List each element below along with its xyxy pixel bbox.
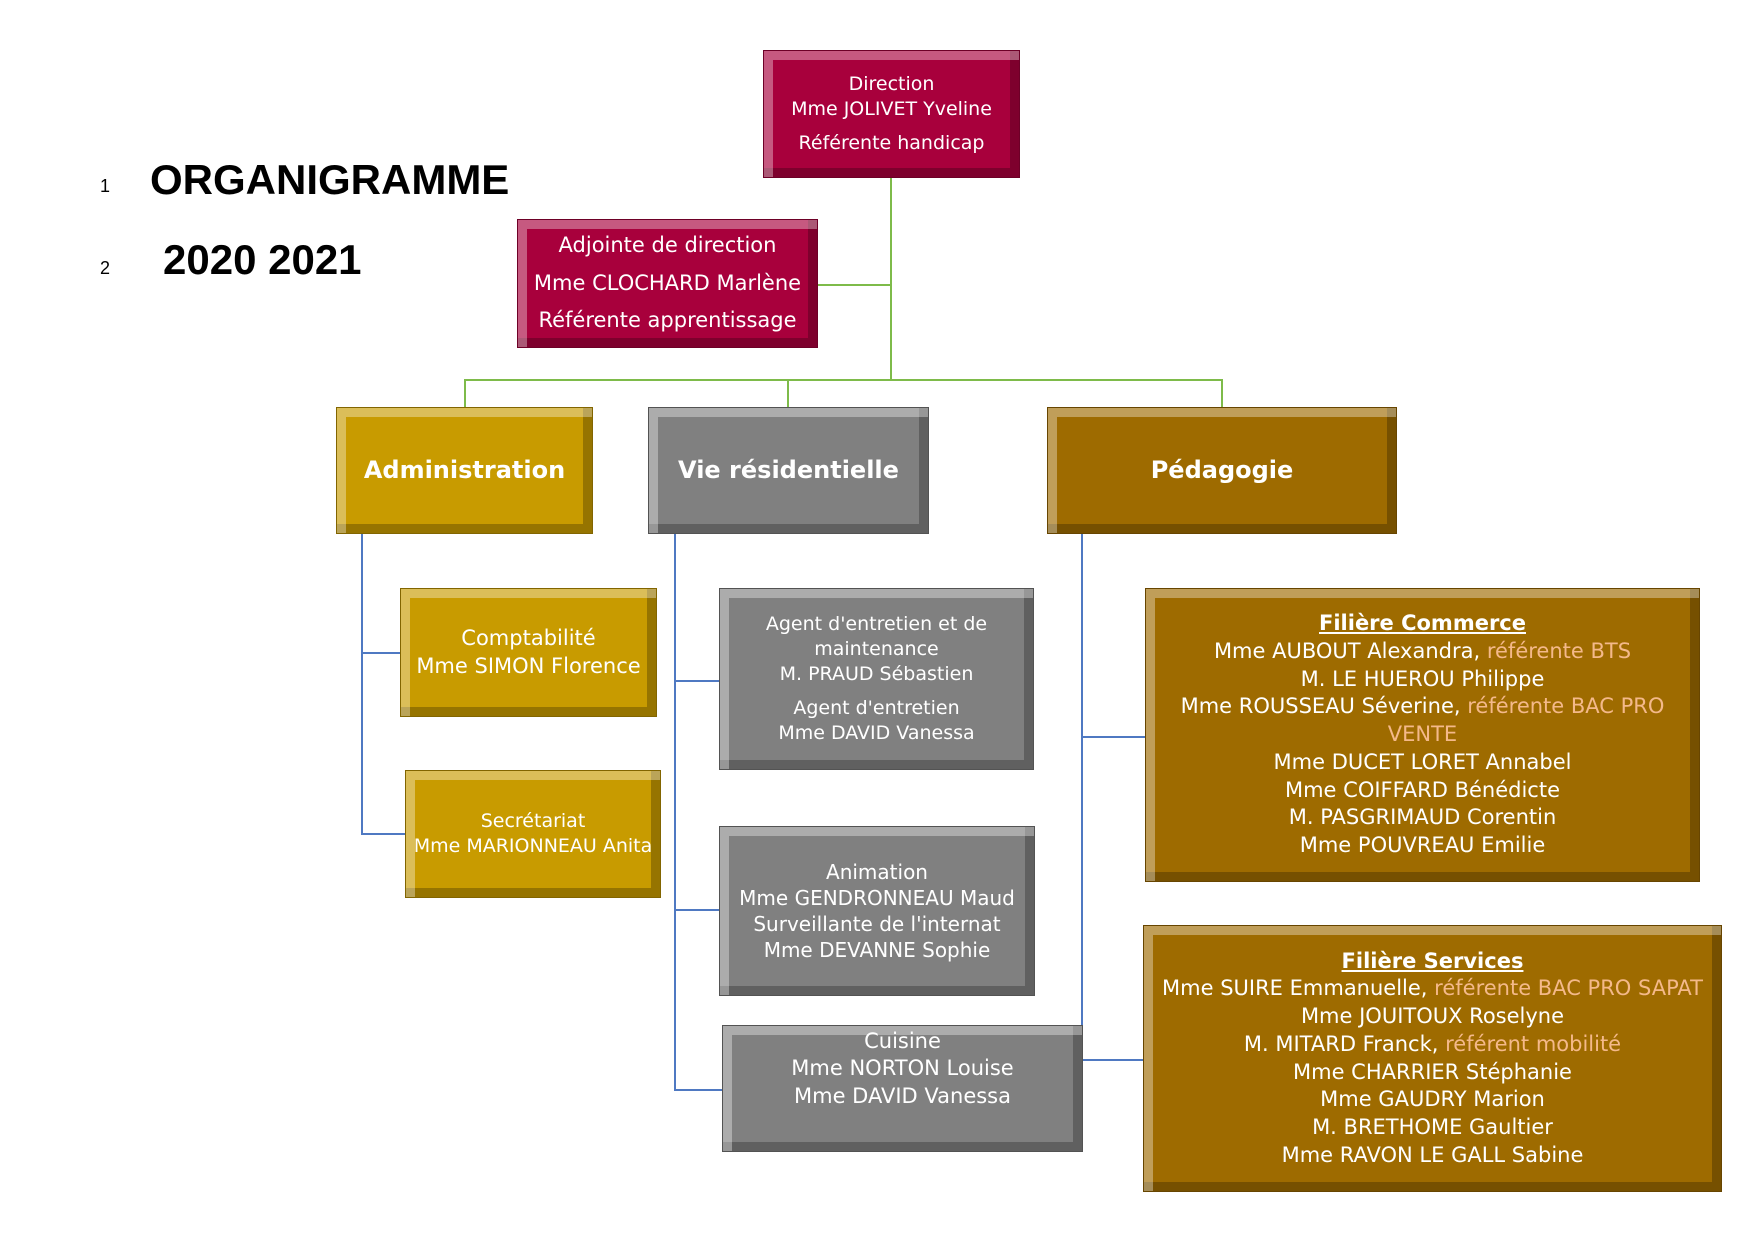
member-referent: référent mobilité xyxy=(1438,1031,1622,1056)
member: Mme POUVREAU Emilie xyxy=(1146,832,1699,860)
member: Mme AUBOUT Alexandra, référente BTS xyxy=(1146,638,1699,666)
role: Secrétariat xyxy=(480,810,586,833)
pedagogie-box: Pédagogie xyxy=(1047,407,1397,534)
connector xyxy=(890,178,892,381)
role: Surveillante de l'internat xyxy=(753,912,1001,936)
name: Mme GENDRONNEAU Maud xyxy=(739,886,1015,910)
connector xyxy=(674,534,676,1091)
member-name: Mme CHARRIER Stéphanie xyxy=(1293,1059,1572,1084)
connector xyxy=(674,680,719,682)
comptabilite-box: Comptabilité Mme SIMON Florence xyxy=(400,588,657,717)
member-name: M. MITARD Franck, xyxy=(1243,1031,1439,1056)
connector xyxy=(818,284,891,286)
member-name: M. PASGRIMAUD Corentin xyxy=(1288,805,1557,830)
referent: Référente apprentissage xyxy=(538,308,797,333)
member: Mme ROUSSEAU Séverine, référente BAC PRO… xyxy=(1146,693,1699,748)
member: M. MITARD Franck, référent mobilité xyxy=(1162,1031,1703,1059)
connector xyxy=(1081,736,1145,738)
filiere-services-box: Filière Services Mme SUIRE Emmanuelle, r… xyxy=(1143,925,1722,1192)
filiere-title: Filière Commerce xyxy=(1319,611,1526,636)
vie-residentielle-box: Vie résidentielle xyxy=(648,407,929,534)
department-label: Vie résidentielle xyxy=(678,455,899,484)
role: Adjointe de direction xyxy=(558,232,777,257)
role: Animation xyxy=(826,860,928,884)
filiere-title: Filière Services xyxy=(1341,948,1524,973)
member-name: Mme COIFFARD Bénédicte xyxy=(1284,777,1560,802)
connector xyxy=(1081,534,1083,1026)
administration-box: Administration xyxy=(336,407,593,534)
entretien-box: Agent d'entretien et de maintenance M. P… xyxy=(719,588,1034,770)
year-title: 2020 2021 xyxy=(163,236,362,283)
member-name: Mme DUCET LORET Annabel xyxy=(1273,749,1572,774)
line-number: 2 xyxy=(100,258,111,278)
adjointe-box: Adjointe de direction Mme CLOCHARD Marlè… xyxy=(517,219,818,348)
department-label: Administration xyxy=(363,455,566,484)
name: Mme MARIONNEAU Anita xyxy=(413,835,653,857)
connector xyxy=(361,652,401,654)
role: Cuisine xyxy=(864,1029,941,1053)
animation-box: Animation Mme GENDRONNEAU Maud Surveilla… xyxy=(719,826,1035,996)
role: Direction xyxy=(848,72,935,95)
filiere-commerce-box: Filière Commerce Mme AUBOUT Alexandra, r… xyxy=(1145,588,1700,882)
line-number: 1 xyxy=(100,176,111,196)
member-name: Mme AUBOUT Alexandra, xyxy=(1213,638,1481,663)
member-referent: référente BTS xyxy=(1480,638,1632,663)
member: Mme JOUITOUX Roselyne xyxy=(1162,1003,1703,1031)
name: Mme DAVID Vanessa xyxy=(778,722,975,745)
role: Agent d'entretien xyxy=(793,697,960,720)
connector xyxy=(1083,1059,1144,1061)
name: Mme DEVANNE Sophie xyxy=(763,938,991,962)
name: Mme DAVID Vanessa xyxy=(794,1083,1011,1108)
member: Mme COIFFARD Bénédicte xyxy=(1146,777,1699,805)
name: M. PRAUD Sébastien xyxy=(779,662,974,685)
connector xyxy=(464,379,466,407)
connector xyxy=(464,379,1223,381)
member: Mme RAVON LE GALL Sabine xyxy=(1162,1142,1703,1170)
member-name: Mme JOUITOUX Roselyne xyxy=(1300,1004,1565,1029)
member: Mme DUCET LORET Annabel xyxy=(1146,749,1699,777)
member: Mme GAUDRY Marion xyxy=(1162,1086,1703,1114)
member-name: Mme GAUDRY Marion xyxy=(1320,1087,1545,1112)
name: Mme CLOCHARD Marlène xyxy=(533,270,802,295)
name: Mme NORTON Louise xyxy=(791,1056,1014,1081)
name: Mme JOLIVET Yveline xyxy=(791,97,992,120)
member-referent: référente BAC PRO VENTE xyxy=(1387,694,1665,747)
role: Agent d'entretien et de maintenance xyxy=(765,613,988,660)
member: M. LE HUEROU Philippe xyxy=(1146,666,1699,694)
member: Mme SUIRE Emmanuelle, référente BAC PRO … xyxy=(1162,975,1703,1003)
connector xyxy=(361,833,405,835)
member-name: M. BRETHOME Gaultier xyxy=(1312,1114,1553,1139)
connector xyxy=(674,909,719,911)
name: Mme SIMON Florence xyxy=(416,653,641,678)
page-title: ORGANIGRAMME xyxy=(150,156,510,203)
secretariat-box: Secrétariat Mme MARIONNEAU Anita xyxy=(405,770,661,898)
direction-box: Direction Mme JOLIVET Yveline Référente … xyxy=(763,50,1020,178)
member-name: Mme ROUSSEAU Séverine, xyxy=(1180,694,1461,719)
member: M. BRETHOME Gaultier xyxy=(1162,1114,1703,1142)
member-name: Mme RAVON LE GALL Sabine xyxy=(1281,1142,1584,1167)
referent: Référente handicap xyxy=(798,132,985,155)
connector xyxy=(787,379,789,407)
member-referent: référente BAC PRO SAPAT xyxy=(1427,976,1703,1001)
cuisine-box: Cuisine Mme NORTON Louise Mme DAVID Vane… xyxy=(722,1025,1083,1152)
role: Comptabilité xyxy=(461,626,596,651)
member-list: Mme SUIRE Emmanuelle, référente BAC PRO … xyxy=(1162,975,1703,1169)
member-name: Mme POUVREAU Emilie xyxy=(1299,833,1546,858)
member: M. PASGRIMAUD Corentin xyxy=(1146,804,1699,832)
department-label: Pédagogie xyxy=(1150,455,1294,484)
connector xyxy=(361,534,363,835)
connector xyxy=(1221,379,1223,407)
connector xyxy=(674,1089,722,1091)
member-name: M. LE HUEROU Philippe xyxy=(1300,666,1545,691)
member-name: Mme SUIRE Emmanuelle, xyxy=(1162,976,1428,1001)
member: Mme CHARRIER Stéphanie xyxy=(1162,1059,1703,1087)
